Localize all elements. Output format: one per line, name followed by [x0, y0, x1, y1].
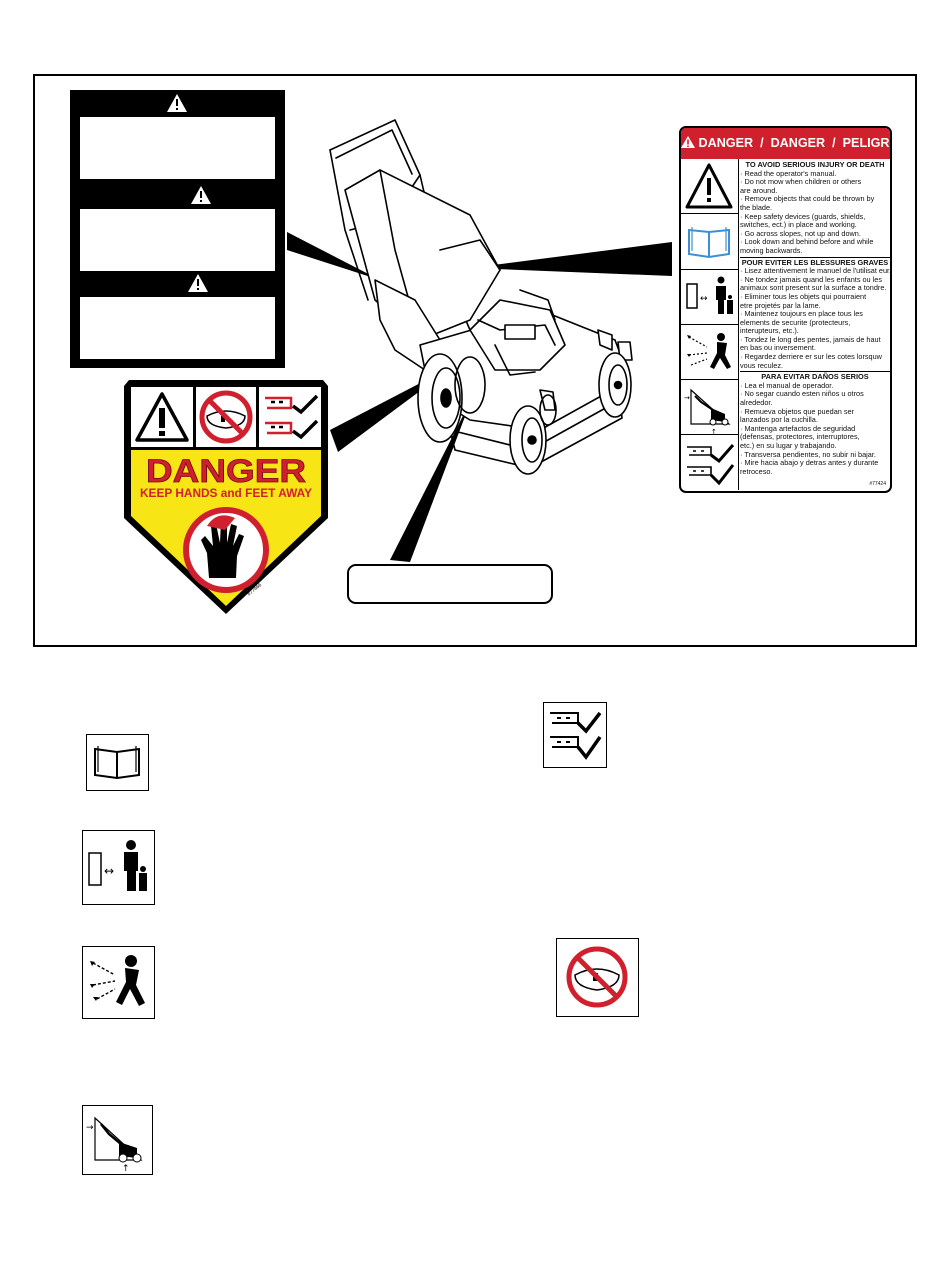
decal-line: (defensas, protectores, interruptores,	[740, 433, 860, 442]
decal-icon-cell	[681, 325, 738, 380]
warning-label-body	[79, 296, 276, 360]
decal-section-heading: PARA EVITAR DAÑOS SERIOS	[740, 371, 890, 382]
svg-text:→: →	[86, 1123, 94, 1133]
decal-icon-cell: →↑	[681, 380, 738, 436]
decal-line: alrededor.	[740, 399, 773, 408]
warning-label-body	[79, 208, 276, 272]
warning-label-header	[70, 182, 285, 208]
decal-section-heading: TO AVOID SERIOUS INJURY OR DEATH	[745, 160, 885, 169]
keep-children-away-icon: ↔	[686, 276, 733, 314]
svg-text:→: →	[684, 394, 690, 402]
warning-triangle-icon	[135, 392, 189, 442]
warning-triangle-icon	[685, 163, 733, 209]
decal-line: · Regardez derriere er sur les cotes lor…	[740, 353, 882, 362]
symbol-box-slope: →↑	[82, 1105, 153, 1175]
decal-line: · Remueva objetos que puedan ser	[740, 407, 854, 416]
warning-label-header	[70, 270, 285, 296]
mow-across-slope-icon: →↑	[684, 388, 731, 436]
thrown-objects-icon	[90, 955, 145, 1006]
thrown-objects-icon	[687, 333, 731, 369]
decal-line: · Lea el manual de operador.	[740, 381, 834, 390]
danger-decal: DANGER / DANGER / PELIGRO ↔ →↑ TO AVOID …	[679, 126, 892, 493]
no-hands-under-deck-icon	[199, 390, 253, 444]
keep-guards-in-place-icon	[550, 711, 602, 760]
decal-icon-cell	[681, 435, 738, 490]
warning-label-stack	[70, 90, 285, 368]
decal-section-heading: POUR EVITER LES BLESSURES GRAVES	[740, 256, 890, 267]
mower-illustration	[287, 119, 672, 562]
decal-line: retroceso.	[740, 467, 773, 476]
symbol-box-bystanders: ↔	[82, 830, 155, 905]
svg-text:↑: ↑	[711, 428, 717, 435]
decal-line: · Mantenga artefactos de seguridad	[740, 424, 856, 433]
decal-line: · Read the operator's manual.	[740, 169, 837, 178]
decal-line: · Go across slopes, not up and down.	[740, 229, 861, 238]
svg-text:↑: ↑	[122, 1164, 130, 1173]
keep-guards-in-place-icon	[687, 444, 735, 486]
decal-icon-cell: ↔	[681, 270, 738, 325]
warning-label-header	[70, 90, 285, 116]
decal-icon-cell	[681, 159, 738, 214]
keep-hands-away-decal: DANGER KEEP HANDS and FEET AWAY #77466	[124, 380, 328, 614]
decal-line: are around.	[740, 186, 778, 195]
leader-line	[470, 242, 672, 276]
svg-text:↔: ↔	[700, 294, 708, 304]
decal-line: the blade.	[740, 203, 773, 212]
figure-frame	[33, 74, 917, 647]
decal-line: animaux sont present sur la surface a to…	[740, 284, 887, 293]
decal-line: · Maintenez toujours en place tous les	[740, 310, 863, 319]
decal-line: lanzados por la cuchilla.	[740, 416, 818, 425]
decal-line: interupteurs, etc.).	[740, 327, 799, 336]
symbol-box-manual	[86, 734, 149, 791]
decal-line: · Keep safety devices (guards, shields,	[740, 212, 866, 221]
lawn-mower	[329, 119, 633, 475]
decal-line: · Remove objects that could be thrown by	[740, 195, 875, 204]
decal-line: · Eliminer tous les objets qui pourraien…	[740, 292, 867, 301]
decal-header: DANGER / DANGER / PELIGRO	[681, 128, 890, 159]
read-manual-icon	[688, 227, 730, 259]
read-manual-icon	[94, 746, 140, 780]
decal-line: moving backwards.	[740, 246, 803, 255]
decal-line: en bas ou inversement.	[740, 344, 816, 353]
no-hands-under-deck-icon	[566, 946, 628, 1008]
warning-triangle-icon	[188, 274, 208, 292]
svg-text:↔: ↔	[104, 864, 114, 878]
hand-decal-subtitle: KEEP HANDS and FEET AWAY	[140, 488, 312, 500]
keep-children-away-icon: ↔	[88, 840, 147, 891]
decal-line: · Lisez attentivement le manuel de l'uti…	[740, 267, 890, 276]
decal-icon-column: ↔ →↑	[681, 159, 739, 490]
decal-text: TO AVOID SERIOUS INJURY OR DEATH · Read …	[740, 160, 890, 476]
decal-line: · No segar cuando esten niños u otros	[740, 390, 864, 399]
decal-line: etre projetés par la lame.	[740, 301, 821, 310]
warning-label-body	[79, 116, 276, 180]
severed-hand-icon	[183, 507, 269, 593]
decal-line: · Ne tondez jamais quand les enfants ou …	[740, 275, 882, 284]
warning-triangle-icon	[191, 186, 211, 204]
decal-line: · Mire hacia abajo y detras antes y dura…	[740, 459, 879, 468]
decal-line: · Do not mow when children or others	[740, 178, 862, 187]
decal-line: elements de securite (protecteurs,	[740, 318, 851, 327]
decal-line: switches, ect.) in place and working.	[740, 221, 857, 230]
warning-triangle-icon	[681, 136, 695, 148]
warning-triangle-icon	[167, 94, 187, 112]
decal-line: · Look down and behind before and while	[740, 238, 874, 247]
hand-decal-word: DANGER	[146, 453, 306, 489]
symbol-box-thrown-objects	[82, 946, 155, 1019]
keep-guards-in-place-icon	[265, 394, 319, 440]
symbol-box-no-hands	[556, 938, 639, 1017]
symbol-box-guards	[543, 702, 607, 768]
mow-across-slope-icon: →↑	[86, 1116, 143, 1174]
decal-header-text: DANGER / DANGER / PELIGRO	[698, 136, 892, 150]
decal-part-number: #77424	[869, 481, 886, 487]
callout-box	[347, 564, 553, 604]
decal-line: vous reculez.	[740, 361, 783, 370]
decal-line: · Tondez le long des pentes, jamais de h…	[740, 335, 881, 344]
decal-line: etc.) en su lugar y trabajando.	[740, 442, 837, 450]
decal-line: · Transversa pendientes, no subir ni baj…	[740, 450, 876, 459]
decal-icon-cell	[681, 214, 738, 270]
